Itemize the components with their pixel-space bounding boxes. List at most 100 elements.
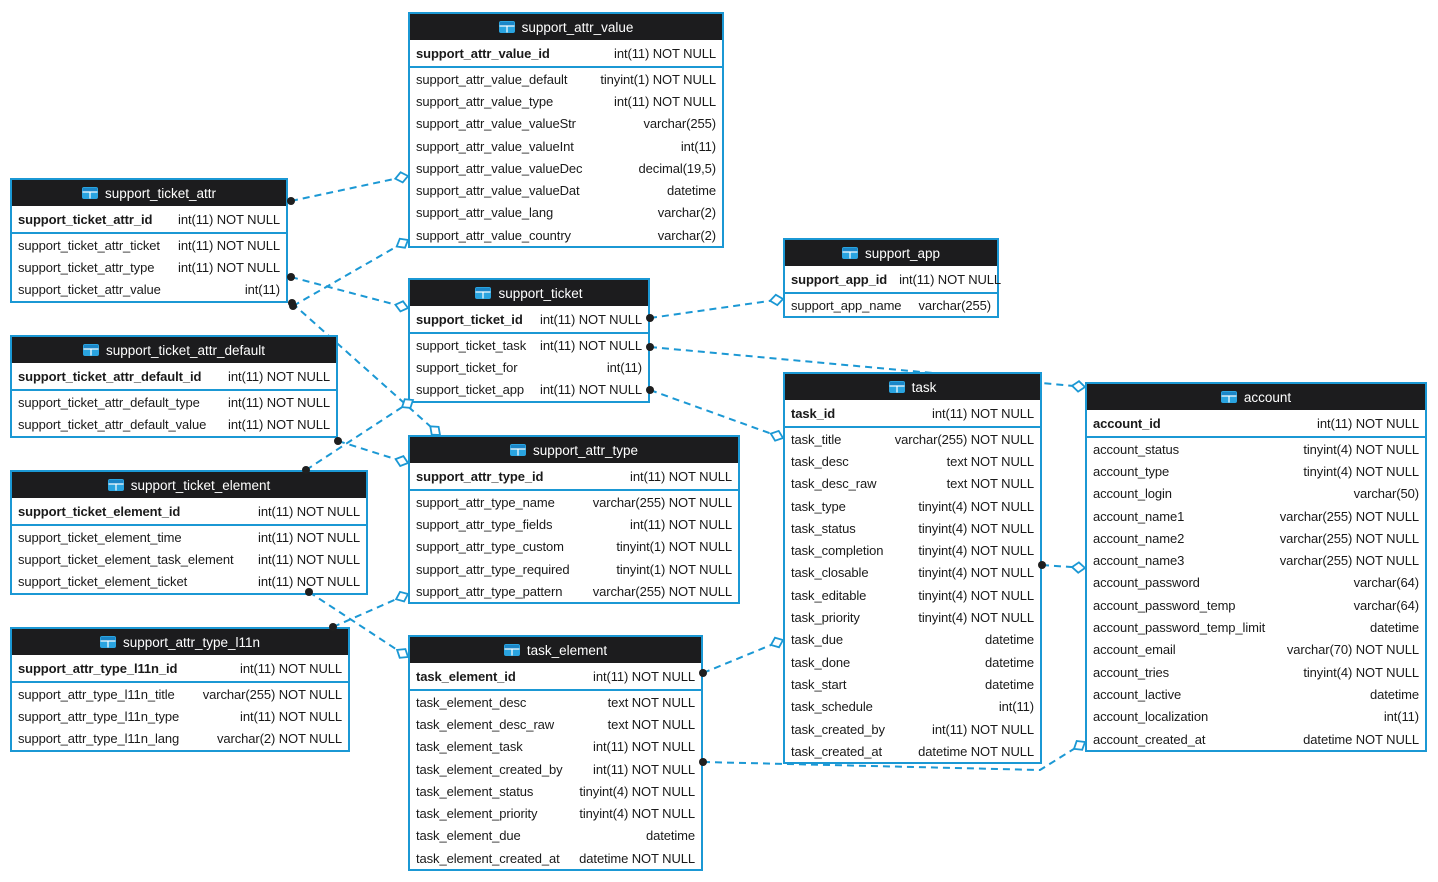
column-type: int(11) NOT NULL (540, 382, 642, 398)
column-name: support_attr_value_id (416, 45, 550, 61)
table-header[interactable]: task (785, 374, 1040, 400)
column-name: account_localization (1093, 709, 1209, 725)
table-header[interactable]: support_ticket_attr (12, 180, 286, 206)
relationship-line-support_ticket_attr_default_type[interactable] (337, 440, 409, 464)
column-type: varchar(255) (918, 297, 992, 313)
relationship-line-support_attr_type_l11n_type[interactable] (332, 593, 409, 628)
table-title: support_attr_type_l11n (122, 634, 261, 650)
column-type: int(11) NOT NULL (630, 468, 732, 484)
column-name: support_ticket_element_task_element (18, 551, 234, 567)
column-type: int(11) (244, 282, 280, 298)
column-type: int(11) NOT NULL (540, 337, 642, 353)
table-icon (81, 187, 98, 199)
table-header[interactable]: support_attr_type (410, 437, 738, 463)
table-title: support_ticket_element (130, 477, 271, 493)
relationship-line-support_ticket_app[interactable] (649, 298, 784, 319)
column-name: support_ticket_attr_default_id (18, 368, 202, 384)
table-support_ticket_attr_default[interactable]: support_ticket_attr_default support_ticke… (10, 335, 338, 438)
column-name: support_ticket_attr_ticket (18, 237, 160, 253)
table-support_attr_type[interactable]: support_attr_type support_attr_type_id int… (408, 435, 740, 605)
relationship-line-task_created_by[interactable] (1041, 564, 1086, 569)
column-name: account_lactive (1093, 686, 1182, 702)
column-row: account_localization int(11) (1087, 706, 1425, 728)
table-icon (888, 381, 905, 393)
table-header[interactable]: account (1087, 384, 1425, 410)
relationship-line-support_ticket_task[interactable] (649, 389, 784, 439)
column-type: int(11) NOT NULL (258, 503, 360, 519)
table-header[interactable]: support_ticket_attr_default (12, 337, 336, 363)
relationship-line-support_ticket_element_ticket[interactable] (305, 399, 414, 471)
column-type: int(11) NOT NULL (228, 394, 330, 410)
column-type: int(11) NOT NULL (540, 311, 642, 327)
column-type: int(11) NOT NULL (258, 529, 360, 545)
relationship-line-support_ticket_attr_value[interactable] (290, 175, 409, 202)
table-icon (841, 247, 858, 259)
column-name: account_name2 (1093, 530, 1185, 546)
column-name: support_attr_value_valueInt (416, 138, 574, 154)
column-name: task_created_by (791, 721, 885, 737)
table-support_ticket_element[interactable]: support_ticket_element support_ticket_ele… (10, 470, 368, 595)
table-icon (503, 644, 520, 656)
column-type: int(11) (1383, 709, 1419, 725)
column-type: varchar(2) (657, 227, 716, 243)
column-name: support_ticket_element_ticket (18, 574, 188, 590)
column-type: text NOT NULL (946, 476, 1034, 492)
column-name: support_attr_value_country (416, 227, 571, 243)
column-type: datetime (984, 632, 1034, 648)
column-name: support_attr_type_l11n_lang (18, 731, 180, 747)
column-name: task_element_desc_raw (416, 716, 555, 732)
relationship-line-support_ticket_attr_default_value[interactable] (292, 239, 409, 307)
column-name: support_attr_type_id (416, 468, 544, 484)
pk-endpoint-diamond (769, 636, 785, 649)
table-header[interactable]: task_element (410, 637, 701, 663)
column-name: account_id (1093, 415, 1161, 431)
column-name: task_desc_raw (791, 476, 877, 492)
column-row: task_desc_raw text NOT NULL (785, 473, 1040, 495)
column-type: int(11) NOT NULL (593, 668, 695, 684)
column-type: datetime (984, 654, 1034, 670)
relationship-line-support_ticket_attr_ticket[interactable] (290, 276, 409, 309)
table-header[interactable]: support_app (785, 240, 997, 266)
relationship-line-support_ticket_element_task_element[interactable] (308, 591, 409, 658)
relationship-line-support_ticket_attr_type[interactable] (291, 302, 441, 436)
column-type: int(11) NOT NULL (593, 739, 695, 755)
table-header[interactable]: support_ticket_element (12, 472, 366, 498)
table-title: support_ticket (498, 285, 583, 301)
column-type: tinyint(4) NOT NULL (918, 520, 1034, 536)
column-type: int(11) NOT NULL (258, 551, 360, 567)
table-support_attr_type_l11n[interactable]: support_attr_type_l11n support_attr_type_… (10, 627, 350, 752)
relationship-line-task_element_task[interactable] (702, 639, 784, 674)
table-icon (99, 636, 116, 648)
table-icon (82, 344, 99, 356)
column-name: support_attr_type_l11n_type (18, 708, 180, 724)
table-header[interactable]: support_attr_type_l11n (12, 629, 348, 655)
column-name: task_start (791, 676, 847, 692)
table-header[interactable]: support_ticket (410, 280, 648, 306)
relationship-line-task_element_created_by[interactable] (702, 741, 1086, 772)
column-type: int(11) NOT NULL (899, 271, 1002, 287)
table-title: support_app (864, 245, 941, 261)
column-name: task_created_at (791, 743, 883, 759)
column-name: task_schedule (791, 699, 873, 715)
column-type: tinyint(1) NOT NULL (600, 71, 716, 87)
table-header[interactable]: support_attr_value (410, 14, 722, 40)
column-name: task_element_desc (416, 694, 527, 710)
